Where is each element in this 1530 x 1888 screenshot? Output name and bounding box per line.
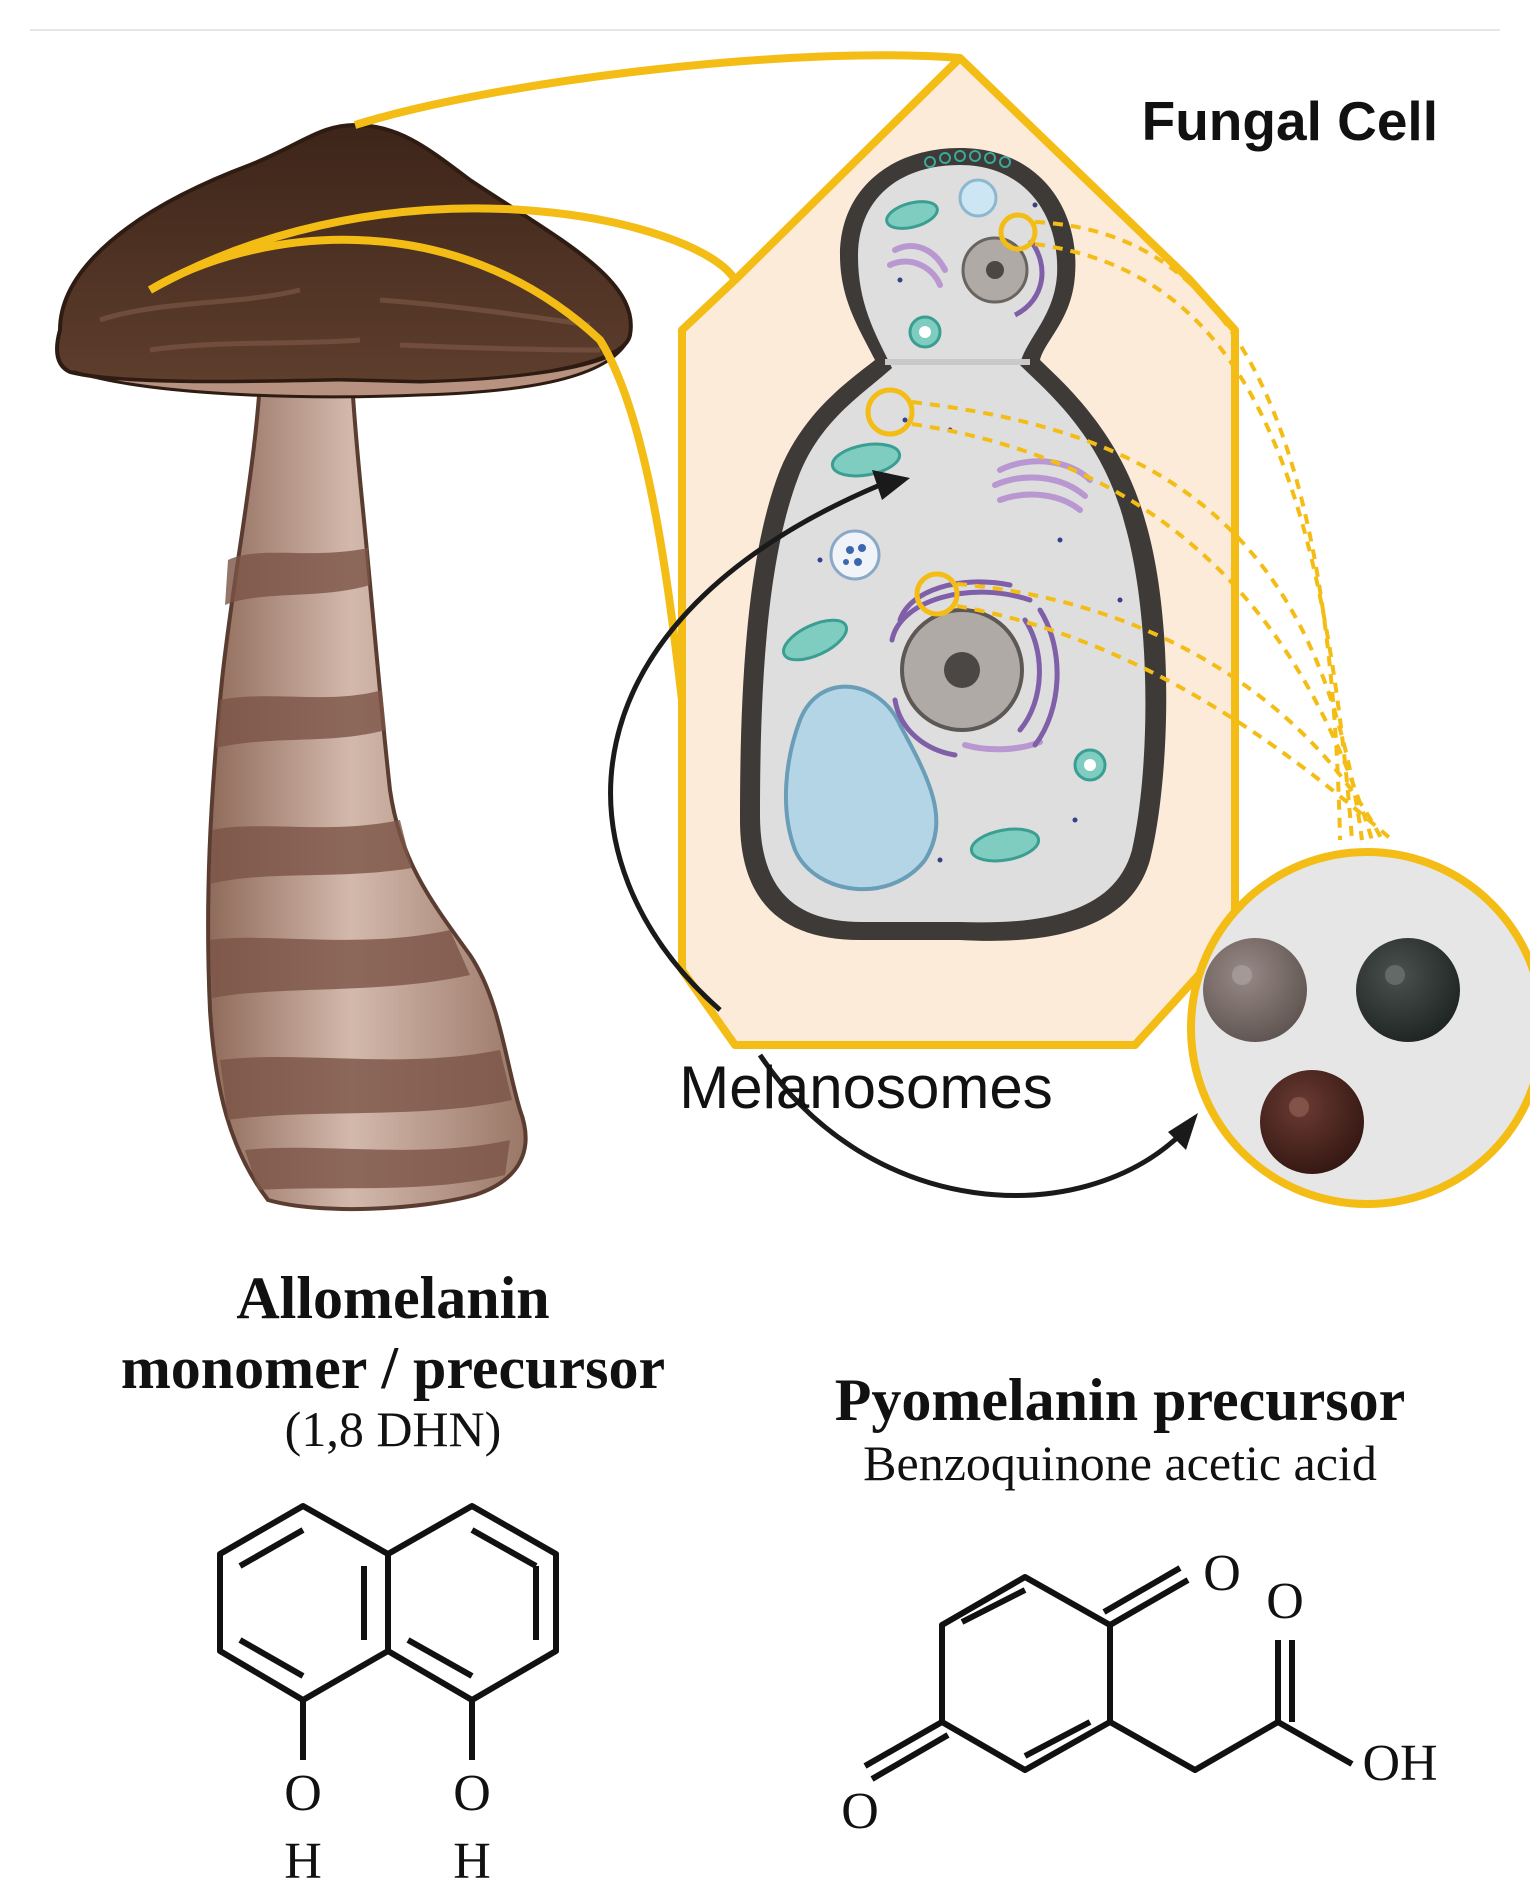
dhn-o-left: O	[284, 1765, 322, 1822]
bqa-o-acid: O	[1266, 1573, 1304, 1630]
dhn-h-left: H	[284, 1833, 322, 1888]
mitochondria	[782, 200, 1041, 863]
cell-title: Fungal Cell	[1142, 90, 1438, 152]
mushroom-gills	[69, 344, 627, 399]
er-small	[1013, 238, 1045, 318]
mushroom-illustration	[55, 122, 633, 1212]
pyomelanin-title: Pyomelanin precursor	[835, 1367, 1406, 1433]
dashed-connectors	[911, 220, 1394, 842]
fungal-cell	[740, 148, 1167, 941]
melanosome-inset	[1187, 848, 1530, 1208]
arrow-head-upper	[872, 470, 910, 500]
er-large	[889, 579, 1060, 758]
bqa-structure	[863, 1565, 1354, 1782]
dhn-o-right: O	[453, 1765, 491, 1822]
allomelanin-title-line1: Allomelanin	[236, 1265, 549, 1331]
allomelanin-title-line2: monomer / precursor	[121, 1335, 665, 1401]
allomelanin-subtitle: (1,8 DHN)	[285, 1401, 502, 1457]
ribosome-ring	[924, 150, 1011, 168]
melanosome-loci	[865, 212, 1038, 617]
arrows	[608, 470, 1198, 1198]
pyomelanin-subtitle: Benzoquinone acetic acid	[863, 1435, 1377, 1491]
melanosome-dark	[1356, 938, 1460, 1042]
vesicles	[829, 178, 1107, 782]
cap-streaks	[99, 287, 601, 353]
melanosome-grey	[1203, 938, 1307, 1042]
arrow-head-lower	[1168, 1113, 1198, 1150]
melanosomes-label: Melanosomes	[679, 1054, 1053, 1121]
bqa-oh-acid: OH	[1362, 1735, 1437, 1792]
zoom-connector-lines	[147, 51, 961, 701]
bqa-o-left: O	[841, 1783, 879, 1840]
dhn-h-right: H	[453, 1833, 491, 1888]
bqa-o-top: O	[1203, 1545, 1241, 1602]
melanosome-brown	[1260, 1070, 1364, 1174]
dhn-structure	[217, 1503, 559, 1760]
vacuole	[783, 684, 939, 892]
stem-bands	[210, 548, 512, 1190]
